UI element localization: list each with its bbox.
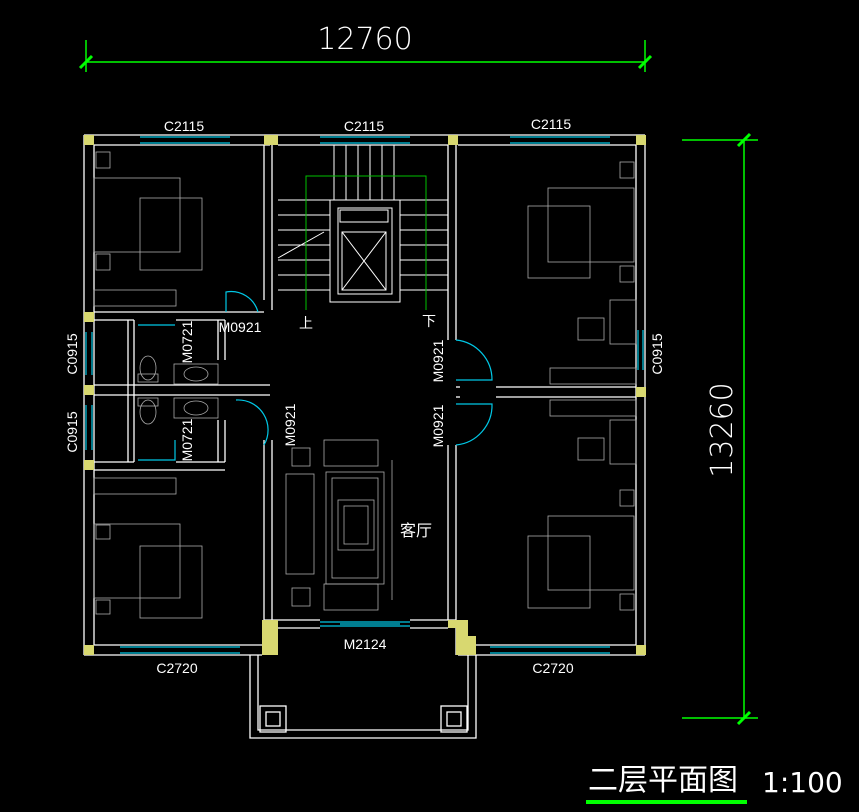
living-room-furniture [285,439,393,611]
window-label-top-left: C2115 [164,118,204,134]
bed-top-right [527,161,637,385]
stair-guide-lines [305,175,427,310]
overall-depth-label: 13260 [705,382,740,477]
door-label-bedroom-top-right: M0921 [430,339,446,382]
dimension-width [78,40,653,72]
stair-down-label: 下 [422,313,436,329]
drawing-title: 二层平面图 [588,763,738,798]
bed-top-left [93,151,203,307]
columns [84,135,646,655]
window-label-left-upper: C0915 [64,333,80,374]
window-label-bottom-left: C2720 [156,660,197,676]
door-label-balcony: M2124 [344,636,387,652]
overall-width-label: 12760 [317,22,412,57]
room-label-living: 客厅 [400,522,432,540]
drawing-scale: 1:100 [762,766,843,799]
door-label-bedroom-top-left: M0921 [219,319,262,335]
window-label-left-lower: C0915 [64,411,80,452]
stair-up-label: 上 [299,315,313,331]
window-label-top-center: C2115 [344,118,384,134]
doors [138,290,493,625]
door-label-bedroom-bottom-left: M0921 [282,403,298,446]
bed-bottom-left [93,477,203,619]
windows [85,136,644,654]
window-label-bottom-right: C2720 [532,660,573,676]
bathroom-fixtures [137,355,219,425]
door-label-bath-upper: M0721 [179,320,195,363]
bed-bottom-right [527,399,637,611]
window-label-right-middle: C0915 [649,333,665,374]
staircase [277,145,448,303]
door-label-bath-lower: M0721 [179,418,195,461]
door-label-bedroom-bottom-right: M0921 [430,404,446,447]
dimension-depth [682,132,758,726]
window-label-top-right: C2115 [531,116,571,132]
